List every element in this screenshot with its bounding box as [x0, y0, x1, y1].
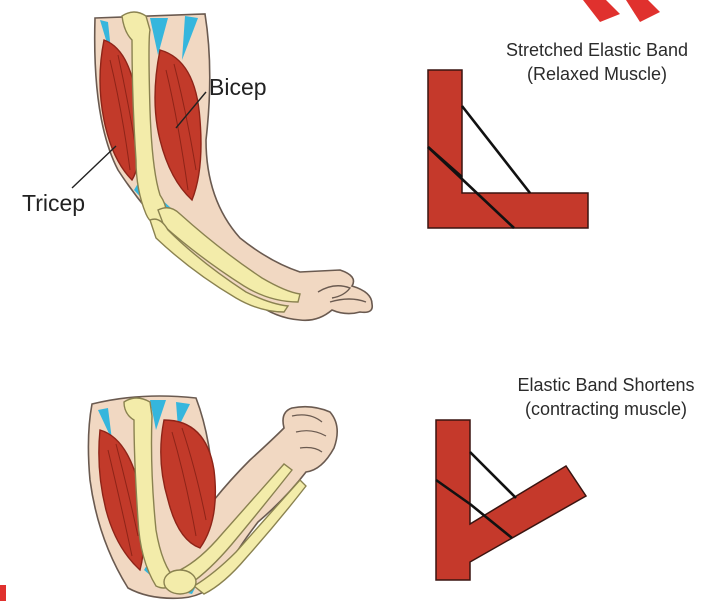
contracting-caption: Elastic Band Shortens (contracting muscl…: [484, 373, 728, 421]
arm-extended-illustration: [72, 12, 372, 320]
relaxed-caption-subtitle: (Relaxed Muscle): [466, 62, 728, 86]
elastic-band-contracting-diagram: [436, 420, 586, 580]
contracting-caption-title: Elastic Band Shortens: [484, 373, 728, 397]
elastic-band-relaxed-diagram: [428, 70, 588, 228]
elastic-band-line: [470, 452, 516, 498]
relaxed-caption-title: Stretched Elastic Band: [466, 38, 728, 62]
arm-flexed-illustration: [88, 396, 337, 598]
tricep-leader-line: [72, 146, 116, 188]
band-frame: [436, 420, 586, 580]
relaxed-caption: Stretched Elastic Band (Relaxed Muscle): [466, 38, 728, 86]
contracting-caption-subtitle: (contracting muscle): [484, 397, 728, 421]
band-frame: [428, 70, 588, 228]
tricep-label: Tricep: [22, 190, 85, 217]
elbow-joint: [164, 570, 196, 594]
bicep-label: Bicep: [209, 74, 267, 101]
elastic-band-line: [462, 106, 530, 193]
